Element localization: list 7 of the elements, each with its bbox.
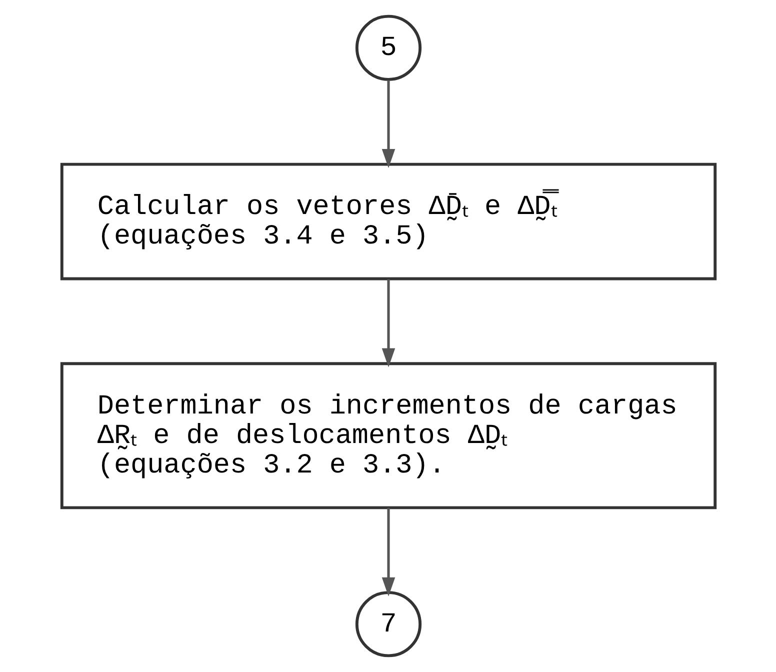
- arrow: [381, 508, 395, 596]
- node-circle: 7: [354, 591, 422, 658]
- arrow: [381, 80, 395, 168]
- node-box: Calcular os vetores ΔD̰̄ₜ e ΔD̰̿ₜ (equações 3.4 e 3.5): [60, 162, 716, 280]
- node-circle: 5: [354, 14, 422, 81]
- node-box: Determinar os incrementos de cargas ΔR̰ₜ e de deslocamentos ΔD̰ₜ (equações 3.2 e 3.3).: [60, 362, 716, 510]
- arrow: [381, 279, 395, 368]
